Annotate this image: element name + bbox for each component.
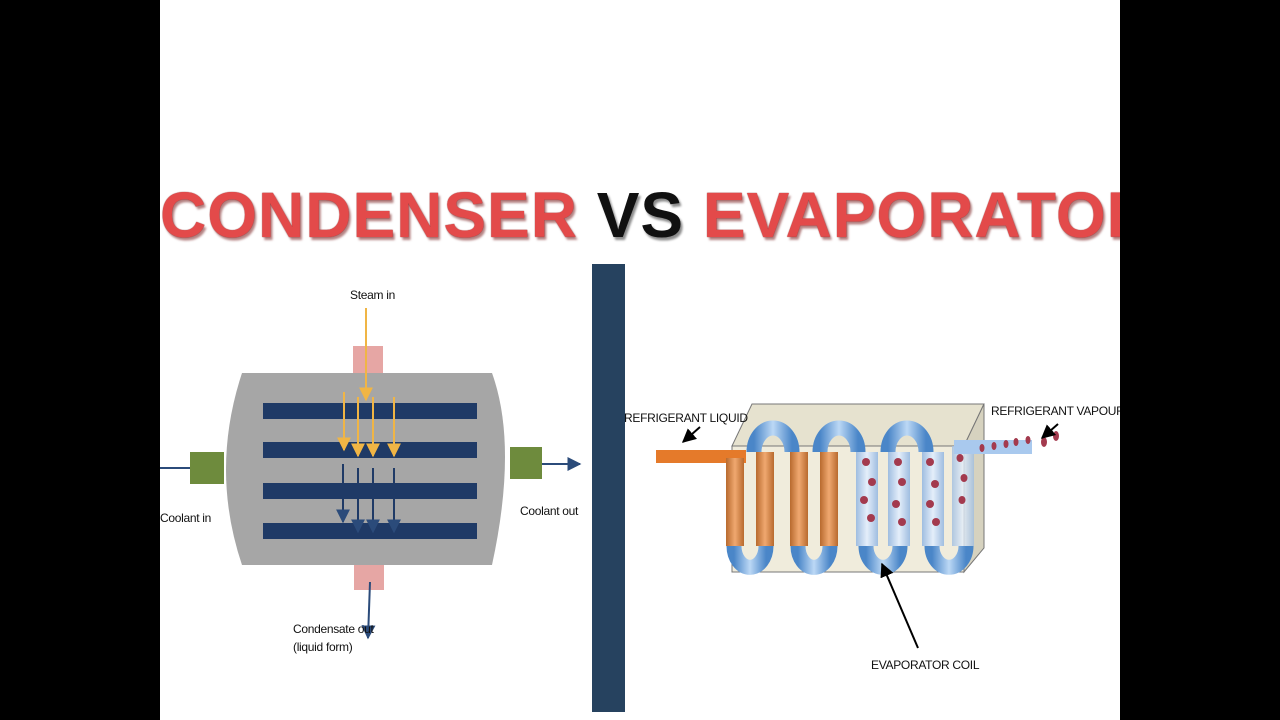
condenser-tube: [263, 442, 477, 458]
evaporator-coil-pointer: [880, 562, 919, 649]
condenser-shell: [226, 373, 505, 565]
vapour-tube: [922, 452, 944, 546]
copper-tube: [820, 452, 838, 546]
refrigerant-droplets: [860, 431, 1059, 526]
slide: CONDENSER VS EVAPORATOR: [160, 0, 1120, 720]
condenser-diagram: [160, 308, 582, 640]
evaporator-diagram: [656, 403, 1059, 649]
coil-bottom-bend: [726, 545, 774, 575]
evaporator-coil-label: EVAPORATOR COIL: [871, 658, 980, 672]
steam-in-label: Steam in: [350, 288, 395, 302]
steam-in-nozzle: [353, 346, 383, 378]
condensate-out-sublabel: (liquid form): [293, 640, 353, 654]
copper-tube: [756, 452, 774, 546]
coil-top-bend: [812, 420, 866, 453]
coil-top-bend: [746, 420, 800, 453]
page-title: CONDENSER VS EVAPORATOR: [160, 178, 1120, 252]
diagram-canvas: [160, 264, 1059, 712]
condenser-tube: [263, 403, 477, 419]
condenser-tube: [263, 523, 477, 539]
vapour-tube: [888, 452, 910, 546]
condensate-out-label: Condensate out: [293, 622, 374, 636]
coolant-in-label: Coolant in: [160, 511, 212, 525]
title-vs: VS: [596, 179, 685, 251]
divider-bar: [592, 264, 625, 712]
refrigerant-liquid-pointer: [681, 426, 701, 443]
copper-tube: [790, 452, 808, 546]
coolant-in-nozzle: [190, 452, 224, 484]
vapour-tube: [952, 446, 974, 546]
refrigerant-liquid-label: REFRIGERANT LIQUID: [624, 411, 748, 425]
coolant-out-label: Coolant out: [520, 504, 579, 518]
coolant-out-nozzle: [510, 447, 542, 479]
refrigerant-vapour-label: REFRIGERANT VAPOUR: [991, 404, 1120, 418]
title-condenser: CONDENSER: [160, 179, 578, 251]
condensate-out-arrow: [361, 581, 376, 640]
title-evaporator: EVAPORATOR: [702, 179, 1120, 251]
coil-bottom-bend: [924, 545, 974, 575]
copper-tube: [726, 458, 744, 546]
refrigerant-vapour-pointer: [1040, 423, 1059, 439]
condenser-tube: [263, 483, 477, 499]
refrigerant-liquid-pipe: [656, 450, 746, 463]
coil-top-bend: [880, 420, 934, 453]
coil-bottom-bend: [790, 545, 838, 575]
